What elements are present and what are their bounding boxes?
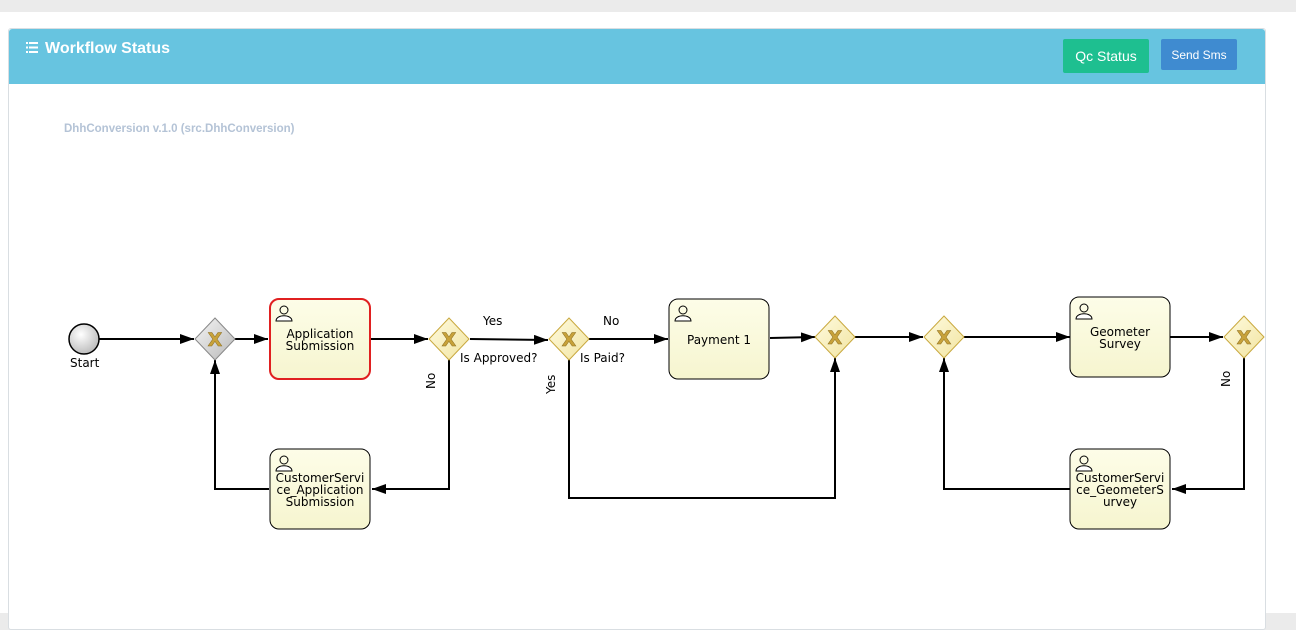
gateway-merge-survey: X <box>923 315 965 359</box>
flow-paid-yes <box>568 358 840 499</box>
task-payment-1[interactable] <box>668 298 770 380</box>
send-sms-button[interactable]: Send Sms <box>1161 39 1237 70</box>
qc-status-button[interactable]: Qc Status <box>1063 39 1149 73</box>
svg-text:X: X <box>562 329 577 351</box>
sequence-flows <box>99 332 1245 499</box>
svg-text:X: X <box>937 327 952 349</box>
panel-header: Workflow Status Qc Status Send Sms <box>9 29 1265 84</box>
task-cs-application-submission[interactable] <box>269 448 371 530</box>
task-cs-geometer-survey[interactable] <box>1069 448 1171 530</box>
task-cs-geometer-survey-label: CustomerServi ce_GeometerS urvey <box>1075 471 1165 509</box>
task-payment-1-label: Payment 1 <box>687 333 751 347</box>
edge-label-paid-no: No <box>603 314 620 328</box>
gateway-merge-payment: X <box>814 315 856 359</box>
workflow-status-panel: Workflow Status Qc Status Send Sms DhhCo… <box>8 28 1266 630</box>
edge-label-paid-yes: Yes <box>544 374 558 394</box>
panel-title-text: Workflow Status <box>45 40 171 57</box>
flow-csapp-to-gw1 <box>210 360 269 490</box>
flow-approved-yes <box>469 334 549 345</box>
list-icon <box>26 41 38 53</box>
user-icon <box>275 303 1093 472</box>
svg-text:X: X <box>1237 327 1252 349</box>
start-label: Start <box>70 356 100 370</box>
svg-text:X: X <box>208 329 223 351</box>
edge-label-approved-yes: Yes <box>483 314 503 328</box>
gateway-is-approved-label: Is Approved? <box>460 351 538 365</box>
edge-label-survey-no: No <box>1219 370 1233 387</box>
flow-approved-no <box>372 359 450 494</box>
task-cs-application-submission-label: CustomerServi ce_Application Submission <box>275 471 365 509</box>
flow-payment-to-gw <box>769 332 816 343</box>
process-definition-label: DhhConversion v.1.0 (src.DhhConversion) <box>64 123 295 135</box>
flow-csgeo-to-gw <box>939 358 1070 490</box>
start-event <box>68 323 100 355</box>
edge-label-approved-no: No <box>424 372 438 389</box>
gateway-is-paid: X <box>548 317 590 361</box>
task-application-submission[interactable] <box>269 298 371 380</box>
task-geometer-survey-label: Geometer Survey <box>1089 325 1151 351</box>
svg-text:X: X <box>442 329 457 351</box>
gateway-merge-1: X <box>194 317 236 361</box>
svg-text:X: X <box>828 327 843 349</box>
task-geometer-survey[interactable] <box>1069 296 1171 378</box>
panel-title: Workflow Status <box>26 40 170 58</box>
gateway-is-approved: X <box>428 317 470 361</box>
gateway-survey-check: X <box>1223 315 1265 359</box>
task-application-submission-label: Application Submission <box>285 327 355 353</box>
flow-survey-no <box>1172 357 1245 494</box>
workflow-diagram: X X X X X X <box>68 296 1265 530</box>
gateway-is-paid-label: Is Paid? <box>580 351 625 365</box>
